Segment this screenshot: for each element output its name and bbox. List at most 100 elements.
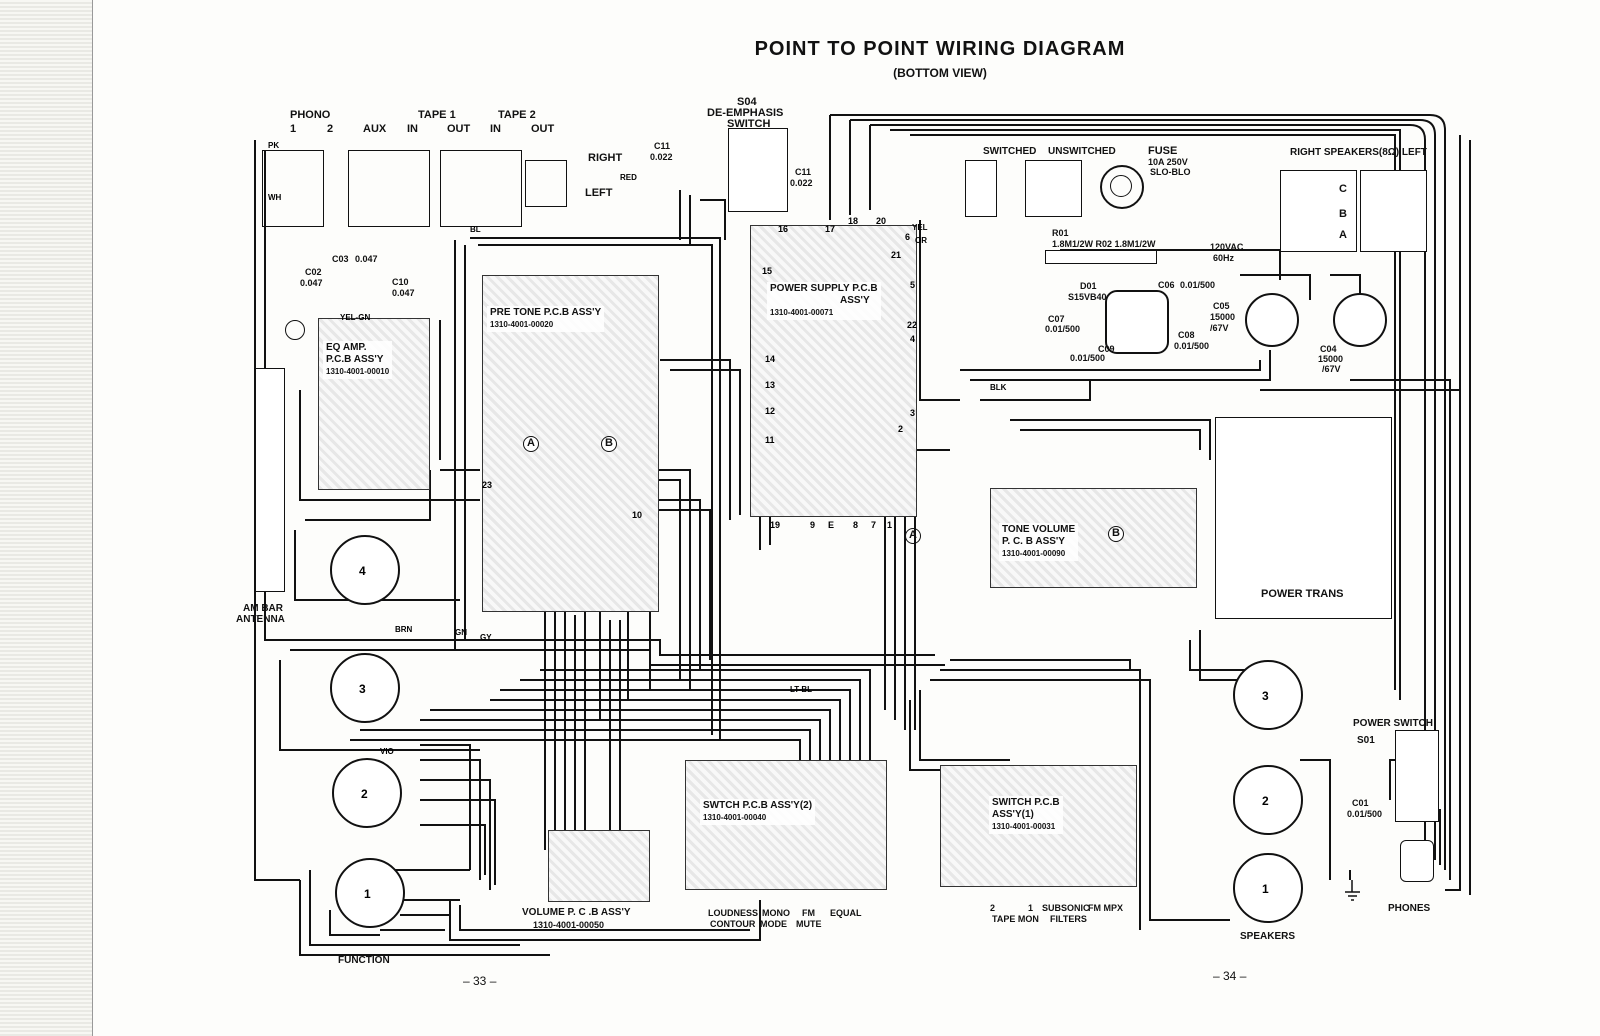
tape-mon-2-label: 2: [990, 903, 996, 913]
pin-20: 20: [876, 216, 886, 226]
r01-label: R01: [1052, 228, 1069, 238]
c07-label: C07: [1048, 314, 1065, 324]
phono-2-label: 2: [327, 123, 334, 135]
mono-label: MONO: [762, 908, 790, 918]
rotary-switch-2-left: 2: [332, 758, 402, 828]
tone-volume-label-2: P. C. B ASS'Y: [1002, 536, 1065, 547]
unswitched-outlet: [1025, 160, 1082, 217]
rotary-4-label: 4: [359, 564, 366, 578]
equal-label: EQUAL: [830, 908, 862, 918]
loudness-label: LOUDNESS: [708, 908, 759, 918]
pin-10: 10: [632, 510, 642, 520]
c01-label: C01: [1352, 798, 1369, 808]
speaker-terminal-b: B: [1339, 208, 1347, 220]
wire-tag-yel: YEL: [912, 223, 928, 232]
wire-tag-lt-bl: LT-BL: [790, 685, 812, 694]
mode-label: MODE: [760, 919, 787, 929]
rotary-switch-1-speakers: 1: [1233, 853, 1303, 923]
aux-tape1-jack-group: [348, 150, 430, 227]
deemphasis-switch: [728, 128, 788, 212]
rotary-3-right-label: 3: [1262, 689, 1269, 703]
binding-edge: [0, 0, 92, 1036]
fuse-holder-inner: [1110, 175, 1132, 197]
wire-tag-wh: WH: [268, 193, 282, 202]
wire-tag-bl: BL: [470, 225, 481, 234]
pin-4: 4: [910, 334, 915, 344]
pretone-part: 1310-4001-00020: [490, 320, 554, 329]
pin-1: 1: [887, 520, 892, 530]
volume-pcb: [548, 830, 650, 902]
tape2-out-jack: [525, 160, 567, 207]
c11-left-value: 0.022: [650, 152, 673, 162]
mains-frequency: 60Hz: [1213, 253, 1235, 263]
speaker-terminal-c: C: [1339, 183, 1347, 195]
pin-6: 6: [905, 232, 910, 242]
right-speakers-label: RIGHT SPEAKERS(8Ω) LEFT: [1290, 147, 1427, 158]
phono-label: PHONO: [290, 109, 331, 121]
speaker-terminal-a: A: [1339, 229, 1347, 241]
pin-13: 13: [765, 380, 775, 390]
power-switch-code: S01: [1357, 735, 1375, 746]
speaker-terminal-right: C B A: [1280, 170, 1357, 252]
fuse-label: FUSE: [1148, 145, 1178, 157]
c06-value: 0.01/500: [1180, 280, 1216, 290]
rotary-switch-3-left: 3: [330, 653, 400, 723]
pin-9: 9: [810, 520, 815, 530]
binding-edge-line: [92, 0, 93, 1036]
switched-outlet: [965, 160, 997, 217]
am-antenna-label-2: ANTENNA: [236, 614, 285, 625]
pin-2: 2: [898, 424, 903, 434]
tone-volume-pcb: TONE VOLUME P. C. B ASS'Y 1310-4001-0009…: [990, 488, 1197, 588]
pin-numbers: 16 17 18 20 15 6 21 5 22 4 14 13 3 2 12 …: [482, 216, 917, 530]
switch-pcb-2: SWTCH P.C.B ASS'Y(2) 1310-4001-00040: [685, 760, 887, 890]
capacitor-c05: [1245, 293, 1299, 347]
diagram-title: POINT TO POINT WIRING DIAGRAM: [754, 38, 1126, 60]
c04-voltage: /67V: [1322, 364, 1341, 374]
function-label: FUNCTION: [338, 955, 390, 966]
pin-12: 12: [765, 406, 775, 416]
unswitched-label: UNSWITCHED: [1048, 146, 1116, 157]
fuse-type: SLO-BLO: [1150, 167, 1191, 177]
tape-mon-1-label: 1: [1028, 903, 1034, 913]
wire-tag-red: RED: [620, 173, 637, 182]
phones-label: PHONES: [1388, 903, 1431, 914]
tape2-out-label: OUT: [531, 123, 555, 135]
power-supply-label-1: POWER SUPPLY P.C.B: [770, 283, 878, 294]
volume-pcb-part: 1310-4001-00050: [533, 920, 605, 930]
pretone-ref-b: B: [601, 436, 617, 452]
rotary-1-left-label: 1: [364, 887, 371, 901]
pin-19: 19: [770, 520, 780, 530]
eq-amp-label-2: P.C.B ASS'Y: [326, 354, 384, 365]
tape2-in-label: IN: [490, 123, 501, 135]
pin-5: 5: [910, 280, 915, 290]
pin-3: 3: [910, 408, 915, 418]
phones-jack: [1400, 840, 1434, 882]
deemphasis-code: S04: [737, 96, 757, 108]
rotary-switch-4: 4: [330, 535, 400, 605]
c05-name: C05: [1213, 301, 1230, 311]
tape2-label: TAPE 2: [498, 109, 536, 121]
eq-amp-pcb: EQ AMP. P.C.B ASS'Y 1310-4001-00010: [318, 318, 430, 490]
pretone-pcb: PRE TONE P.C.B ASS'Y 1310-4001-00020 A B: [482, 275, 659, 612]
c06-label: C06: [1158, 280, 1175, 290]
c03-name: C03: [332, 254, 349, 264]
mains-voltage: 120VAC: [1210, 242, 1244, 252]
c11-right-value: 0.022: [790, 178, 813, 188]
phono-jack-group: [262, 150, 324, 227]
c04-name: C04: [1320, 344, 1337, 354]
pin-15: 15: [762, 266, 772, 276]
tape1-in-label: IN: [407, 123, 418, 135]
filters-label: FILTERS: [1050, 914, 1087, 924]
pin-16: 16: [778, 224, 788, 234]
tone-volume-part: 1310-4001-00090: [1002, 549, 1066, 558]
aux-label: AUX: [363, 123, 387, 135]
right-channel-label: RIGHT: [588, 152, 623, 164]
power-switch-title: POWER SWITCH: [1353, 718, 1433, 729]
eq-amp-label-1: EQ AMP.: [326, 342, 367, 353]
c03-value: 0.047: [355, 254, 378, 264]
switch-pcb-1: SWITCH P.C.B ASS'Y(1) 1310-4001-00031: [940, 765, 1137, 887]
wire-tag-vio: VIO: [380, 747, 394, 756]
pin-21: 21: [891, 250, 901, 260]
switch-pcb-1-label-2: ASS'Y(1): [992, 809, 1034, 820]
